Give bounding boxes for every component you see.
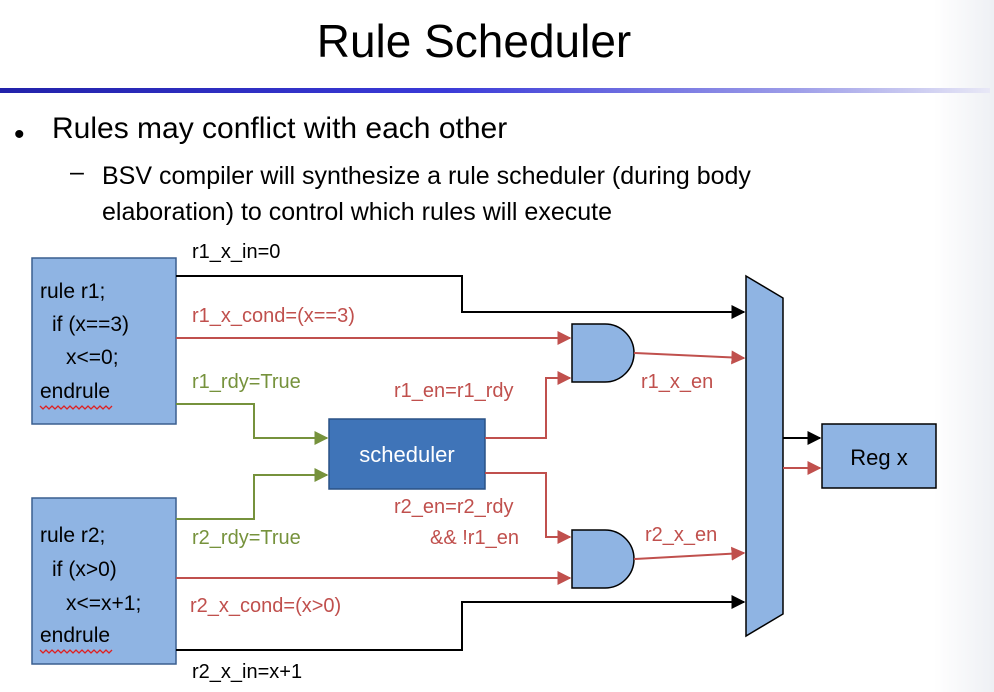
label-r2-rdy: r2_rdy=True [192, 527, 301, 549]
rule-r1-line-4: endrule [40, 380, 110, 403]
bullet-dot: • [14, 118, 25, 151]
label-r2-en-line-1: r2_en=r2_rdy [394, 496, 514, 518]
scheduler-label: scheduler [359, 442, 454, 467]
sub-bullet-line-1: BSV compiler will synthesize a rule sche… [102, 162, 751, 190]
rule-r2-line-4: endrule [40, 624, 110, 647]
and-gate-r2 [571, 529, 635, 589]
slide-title: Rule Scheduler [316, 15, 632, 67]
multiplexer [745, 274, 784, 638]
rule-r2-line-1: rule r2; [40, 524, 105, 547]
scheduler-box [328, 418, 486, 490]
rule-r2-spellcheck-squiggle [39, 649, 113, 654]
label-r2-x-cond: r2_x_cond=(x>0) [190, 595, 341, 617]
wire-r1-x-in [176, 275, 746, 319]
rule-r2-line-2: if (x>0) [52, 558, 117, 581]
sub-bullet-line-2: elaboration) to control which rules will… [102, 198, 612, 226]
bullet-text: Rules may conflict with each other [52, 112, 508, 145]
wire-r1-en [485, 371, 572, 439]
rule-r1-line-2: if (x==3) [52, 313, 129, 336]
label-r2-en-line-2: && !r1_en [430, 527, 519, 549]
wire-r2-en [485, 472, 572, 544]
rule-r1-box [31, 257, 177, 425]
wire-r1-x-en [633, 350, 746, 365]
rule-r1-spellcheck-squiggle [39, 405, 113, 410]
title-underline [0, 88, 990, 93]
label-r1-rdy: r1_rdy=True [192, 371, 301, 393]
label-r1-x-en: r1_x_en [641, 371, 713, 393]
wire-r2-x-en [633, 546, 746, 561]
rule-r1-line-3: x<=0; [66, 346, 119, 369]
label-r1-en: r1_en=r1_rdy [394, 380, 514, 402]
sub-bullet-dash: – [70, 158, 84, 186]
rule-r2-box [31, 497, 177, 665]
rule-r2-line-3: x<=x+1; [66, 592, 141, 615]
label-r1-x-in: r1_x_in=0 [192, 241, 280, 263]
wire-r2-x-in [176, 595, 746, 651]
label-r1-x-cond: r1_x_cond=(x==3) [192, 305, 355, 327]
wire-r1-rdy [176, 403, 329, 445]
and-gate-r1 [571, 323, 635, 383]
register-x-label: Reg x [850, 445, 907, 470]
label-r2-x-en: r2_x_en [645, 524, 717, 546]
register-x-box [821, 423, 937, 489]
label-r2-x-in: r2_x_in=x+1 [192, 661, 302, 683]
sub-bullet-text: BSV compiler will synthesize a rule sche… [102, 158, 902, 230]
wire-r2-rdy [176, 468, 329, 520]
slide-background-shade [934, 0, 994, 692]
rule-r1-line-1: rule r1; [40, 280, 105, 303]
